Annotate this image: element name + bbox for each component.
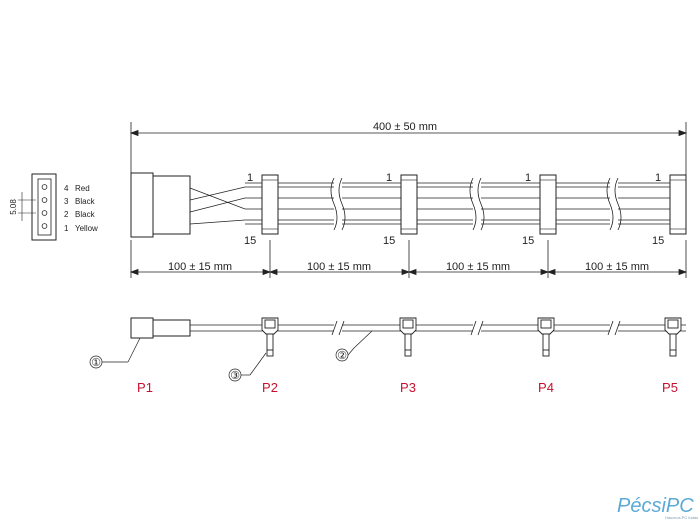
- wire: [189, 197, 686, 213]
- sata-connector-side: [537, 317, 555, 357]
- sata-connector-stem: [266, 333, 274, 357]
- break-mask: [473, 322, 481, 334]
- sata-connector-stem: [542, 333, 550, 357]
- molex-connector-top: [130, 172, 191, 238]
- break-marks-side: [331, 320, 621, 336]
- break-line: [614, 320, 621, 336]
- molex-pinout-view: [18, 173, 57, 241]
- break-line: [614, 177, 622, 231]
- sata-connector-slot: [402, 319, 414, 329]
- callout-2: ②: [337, 350, 347, 362]
- sata-connectors-side: [261, 317, 682, 357]
- sata-connector-body: [261, 174, 279, 235]
- callout-3: ③: [230, 370, 240, 382]
- break-mask: [334, 178, 342, 230]
- sata-connector-side: [664, 317, 682, 357]
- pin-color: Red: [75, 184, 90, 193]
- pin-number: 4: [64, 184, 69, 193]
- break-line: [469, 177, 477, 231]
- pin-number: 1: [64, 224, 69, 233]
- break-mask: [473, 178, 481, 230]
- segment-dimension-label: 100 ± 15 mm: [168, 261, 232, 273]
- pin-color: Yellow: [75, 224, 98, 233]
- sata-connector-body: [400, 174, 418, 235]
- break-line: [338, 177, 346, 231]
- callout-leaders: [89, 330, 373, 382]
- pitch-label: 5.08: [9, 199, 18, 215]
- wire: [189, 187, 686, 210]
- sata-pin-15-label: 15: [244, 235, 256, 247]
- break-line: [477, 177, 485, 231]
- pin-color: Black: [75, 210, 96, 219]
- overall-dimension-label: 400 ± 50 mm: [373, 121, 437, 133]
- sata-pin-1-label: 1: [655, 172, 661, 184]
- segment-dimension-label: 100 ± 15 mm: [446, 261, 510, 273]
- sata-pin-15-label: 15: [652, 235, 664, 247]
- break-mask: [610, 322, 618, 334]
- sata-connector-body: [669, 174, 687, 235]
- sata-connector-stem: [404, 333, 412, 357]
- connector-label-p2: P2: [262, 380, 278, 395]
- connector-label-p1: P1: [137, 380, 153, 395]
- break-marks-top: [330, 177, 622, 231]
- segment-dimension-label: 100 ± 15 mm: [307, 261, 371, 273]
- break-mask: [334, 322, 342, 334]
- sata-connectors-top: [261, 174, 687, 235]
- sata-pin-1-label: 1: [247, 172, 253, 184]
- wire: [189, 186, 686, 201]
- break-line: [330, 177, 338, 231]
- wire: [189, 219, 686, 225]
- connector-label-p3: P3: [400, 380, 416, 395]
- connector-label-p4: P4: [538, 380, 554, 395]
- segment-dimensions: [129, 240, 688, 278]
- connector-label-p5: P5: [662, 380, 678, 395]
- brand-tagline: Hasznos PC tudás: [665, 515, 698, 520]
- callout-1: ①: [91, 357, 101, 369]
- break-line: [470, 320, 477, 336]
- sata-connector-side: [399, 317, 417, 357]
- sata-connector-slot: [264, 319, 276, 329]
- break-line: [331, 320, 338, 336]
- sata-connector-slot: [667, 319, 679, 329]
- sata-pin-15-label: 15: [383, 235, 395, 247]
- pin-number: 2: [64, 210, 69, 219]
- sata-connector-slot: [540, 319, 552, 329]
- brand-logo: PécsiPC: [617, 495, 694, 517]
- break-line: [338, 320, 345, 336]
- sata-connector-stem: [669, 333, 677, 357]
- pin-color: Black: [75, 197, 96, 206]
- segment-dimension-label: 100 ± 15 mm: [585, 261, 649, 273]
- break-mask: [610, 178, 618, 230]
- pin-number: 3: [64, 197, 69, 206]
- overall-dimension: [129, 122, 688, 178]
- break-line: [477, 320, 484, 336]
- sata-pin-1-label: 1: [386, 172, 392, 184]
- sata-connector-body: [539, 174, 557, 235]
- sata-pin-15-label: 15: [522, 235, 534, 247]
- pin-legend: 4 Red 3 Black 2 Black 1 Yellow: [64, 184, 98, 233]
- sata-connector-side: [261, 317, 279, 357]
- break-line: [606, 177, 614, 231]
- sata-pin-1-label: 1: [525, 172, 531, 184]
- break-line: [607, 320, 614, 336]
